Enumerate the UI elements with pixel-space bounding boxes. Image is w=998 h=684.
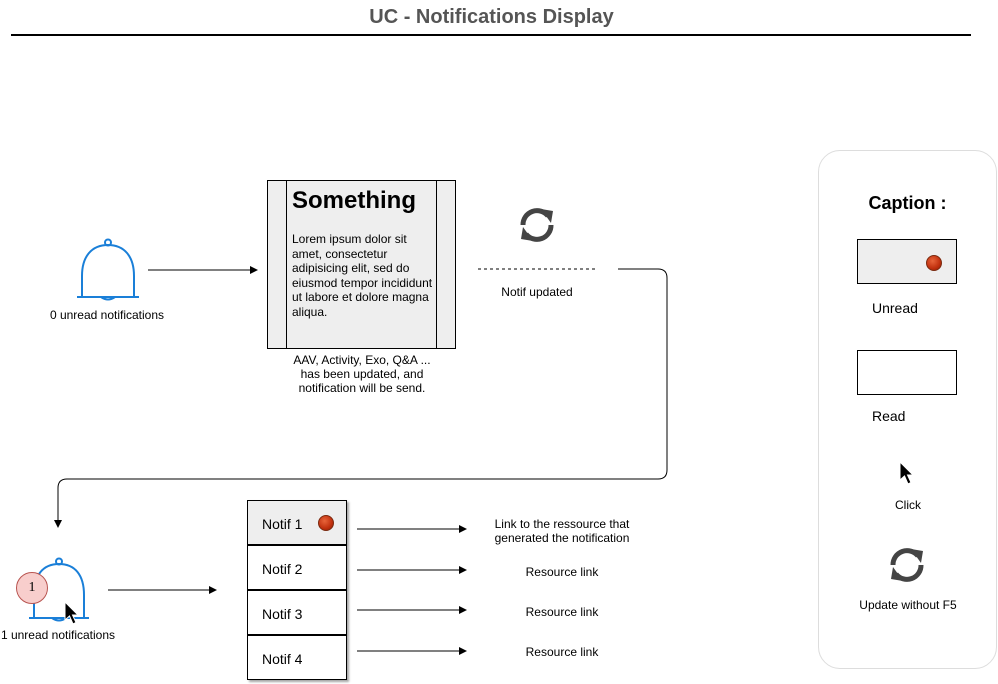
- card-caption: AAV, Activity, Exo, Q&A ... has been upd…: [272, 353, 452, 395]
- resource-link-1: Link to the ressource that generated the…: [477, 517, 647, 545]
- refresh-icon: [520, 208, 554, 242]
- bell-label-one: 1 unread notifications: [0, 628, 116, 642]
- caption-read-sample: [857, 350, 957, 395]
- refresh-icon: [890, 548, 924, 582]
- resource-link-line: Link to the ressource that: [494, 517, 630, 531]
- title-underline: [11, 34, 971, 36]
- notif-item-3[interactable]: Notif 3: [247, 590, 347, 635]
- notif-label: Notif 4: [262, 651, 303, 667]
- bell-icon: [77, 238, 139, 301]
- card-caption-line: has been updated, and: [300, 367, 424, 381]
- notif-label: Notif 3: [262, 606, 303, 622]
- caption-unread-sample: [857, 239, 957, 284]
- bell-label-zero: 0 unread notifications: [49, 308, 165, 322]
- resource-link-3: Resource link: [525, 605, 599, 619]
- notif-item-4[interactable]: Notif 4: [247, 635, 347, 680]
- caption-click-label: Click: [895, 498, 921, 512]
- content-card: [267, 180, 456, 349]
- cursor-icon: [64, 601, 80, 625]
- red-dot-icon: [318, 515, 334, 531]
- card-caption-line: AAV, Activity, Exo, Q&A ...: [293, 353, 431, 367]
- card-left-band: [286, 181, 287, 348]
- notif-label: Notif 1: [262, 516, 303, 532]
- notif-label: Notif 2: [262, 561, 303, 577]
- card-heading: Something: [292, 187, 416, 214]
- resource-link-line: generated the notification: [494, 531, 630, 545]
- notif-item-1[interactable]: Notif 1: [247, 500, 347, 545]
- caption-read-label: Read: [872, 408, 906, 424]
- card-right-band: [436, 181, 437, 348]
- caption-panel: [818, 150, 997, 669]
- caption-unread-label: Unread: [872, 300, 918, 316]
- card-caption-line: notification will be send.: [298, 381, 426, 395]
- resource-link-4: Resource link: [525, 645, 599, 659]
- cursor-icon: [899, 461, 915, 485]
- resource-link-2: Resource link: [525, 565, 599, 579]
- notif-item-2[interactable]: Notif 2: [247, 545, 347, 590]
- card-body-text: Lorem ipsum dolor sit amet, consectetur …: [292, 232, 433, 319]
- arrow-loop-down: [54, 268, 668, 528]
- diagram-title: UC - Notifications Display: [369, 6, 614, 28]
- caption-refresh-label: Update without F5: [859, 598, 957, 612]
- refresh-label: Notif updated: [501, 285, 573, 299]
- unread-count-badge: 1: [16, 572, 48, 604]
- caption-title: Caption :: [868, 193, 947, 213]
- red-dot-icon: [926, 255, 942, 271]
